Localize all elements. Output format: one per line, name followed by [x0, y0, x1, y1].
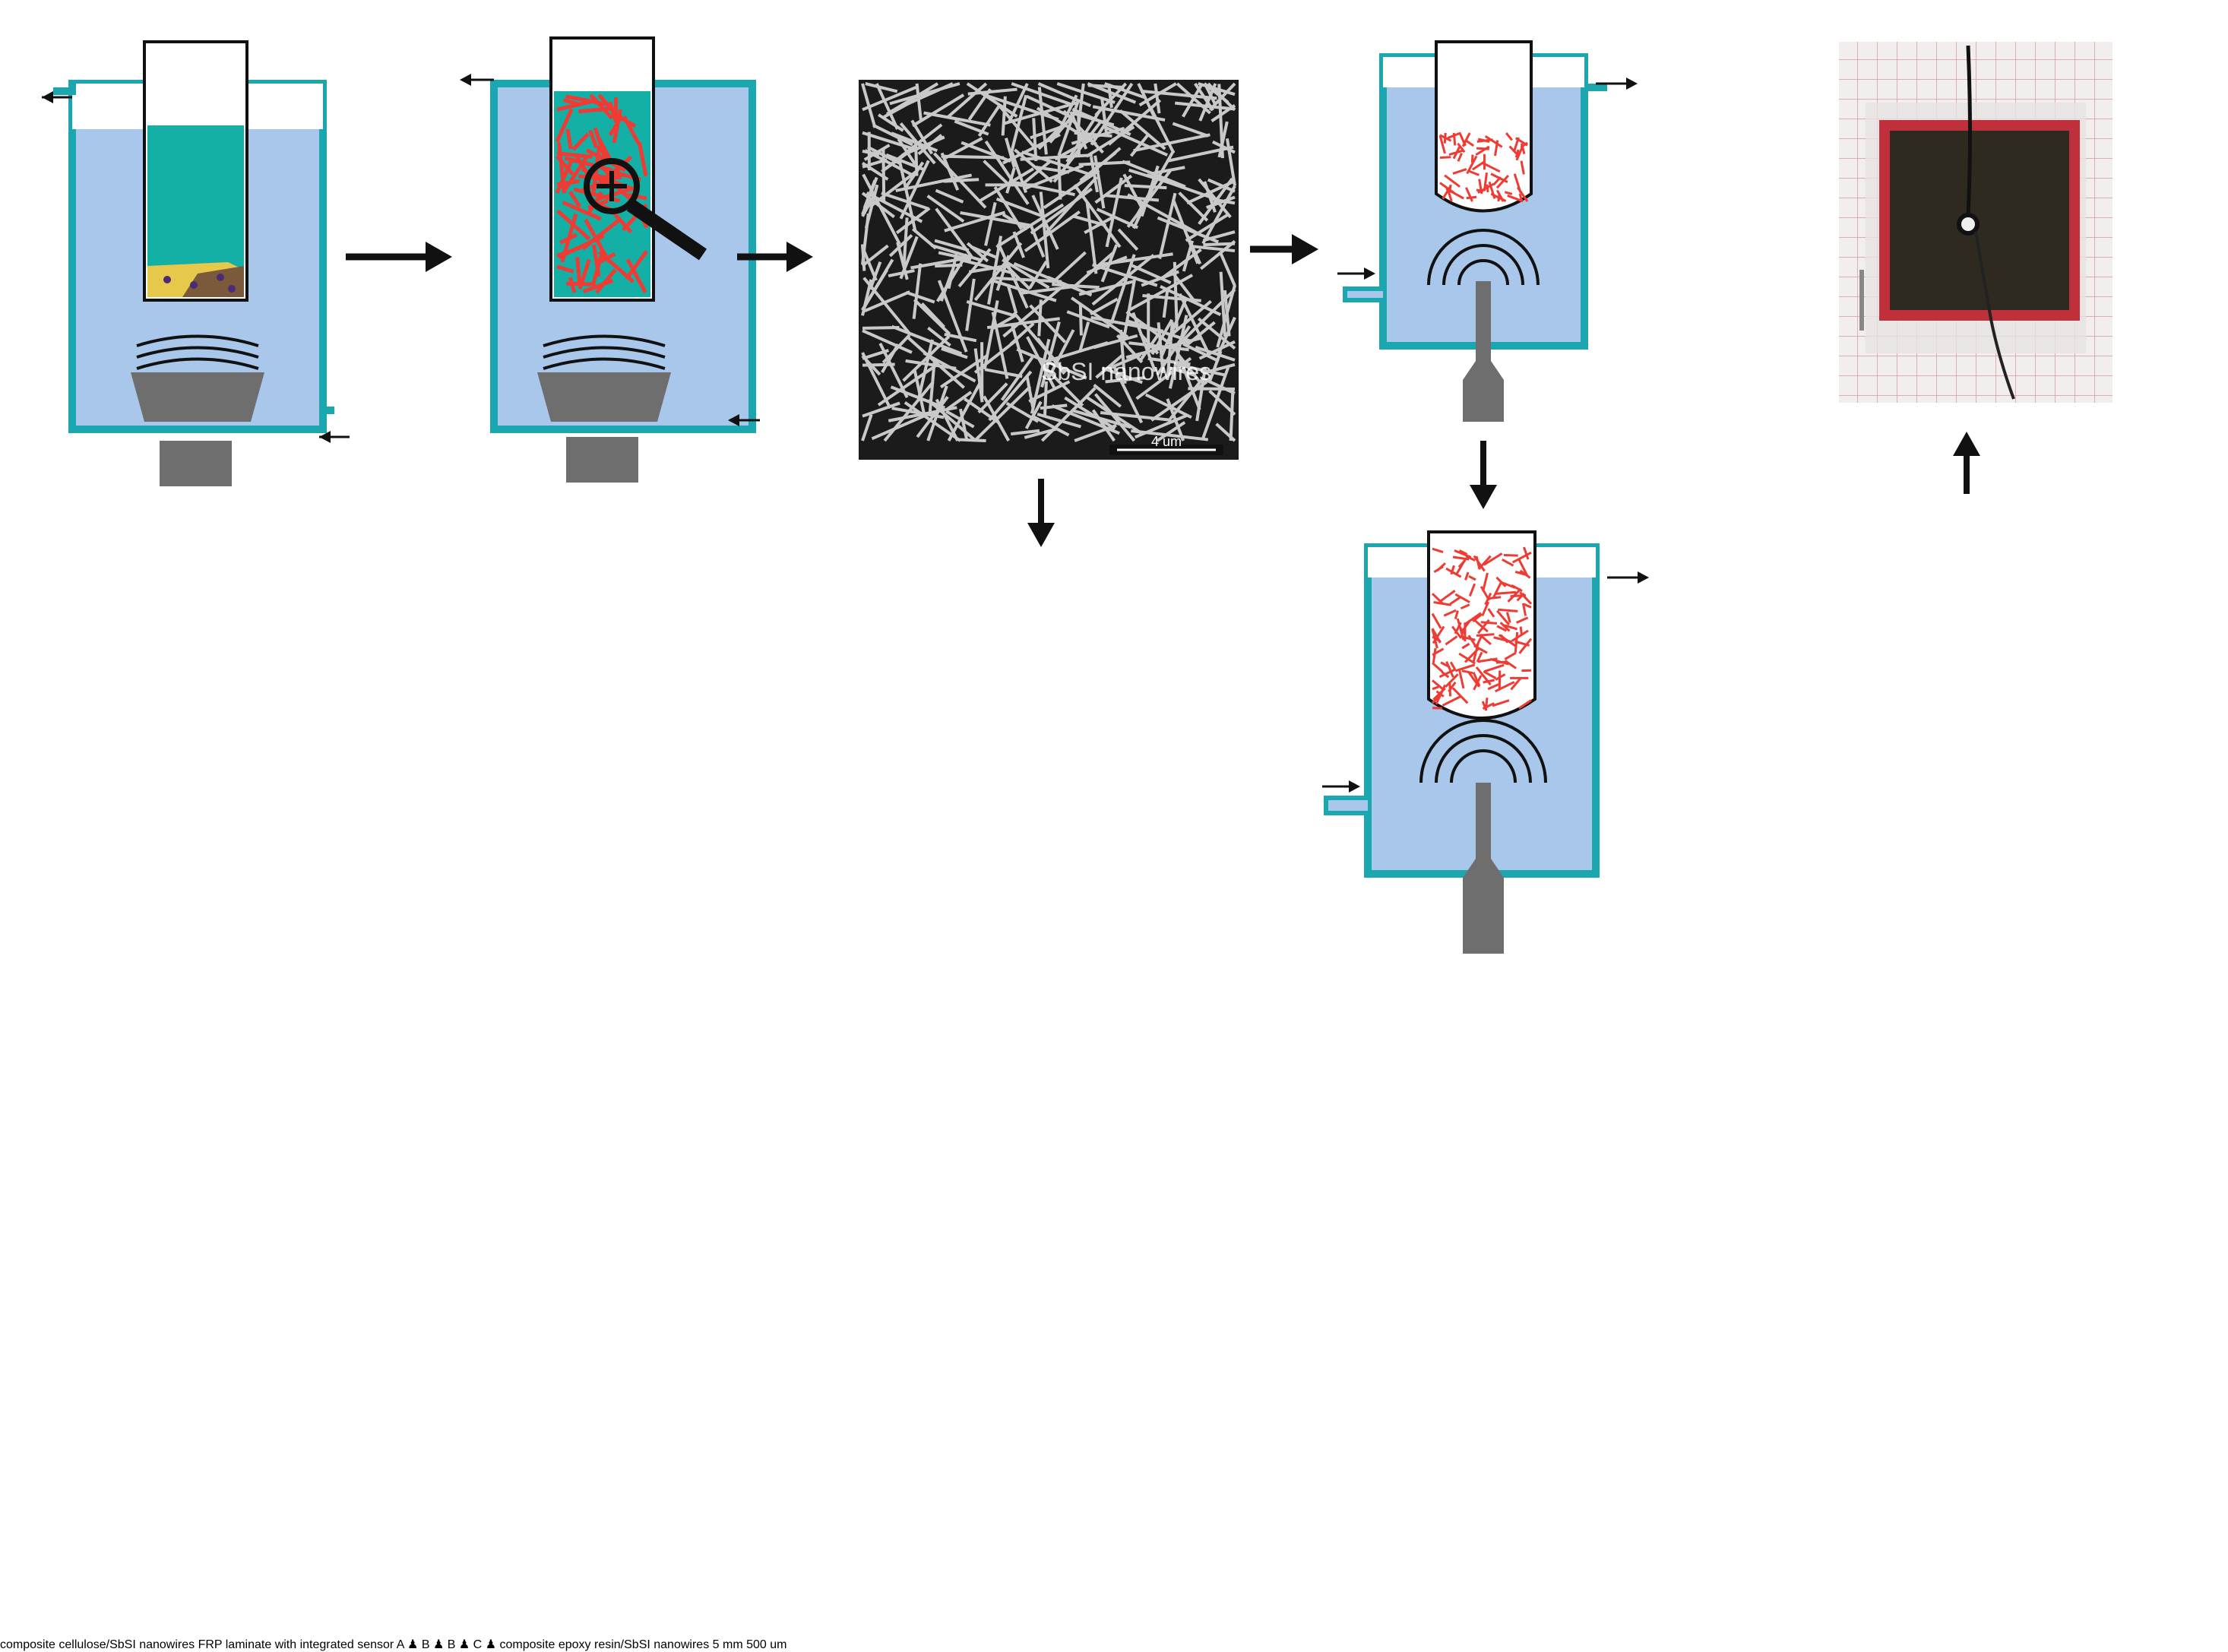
sensor-glyph-icon: ♟ [486, 1638, 496, 1651]
inset-panel-b-alt: B ♟ [448, 1638, 473, 1651]
sonication-vessel-top [1337, 42, 1638, 422]
sem-scale-label: 4 um [1151, 434, 1182, 449]
panel-a-label: A [397, 1638, 404, 1651]
cellulose-fiber [1478, 92, 1489, 93]
frp-title-line2: with integrated sensor [275, 1638, 394, 1651]
sem-nanowire [958, 440, 986, 441]
nanowire [1476, 635, 1494, 636]
panel-b-label: B [422, 1638, 430, 1651]
nanowire [1467, 197, 1476, 198]
sensor-glyph-icon: ♟ [459, 1638, 470, 1651]
bath-vessel-2 [460, 38, 760, 483]
sem-nanowire [1059, 158, 1060, 200]
panel-b2-label: B [448, 1638, 456, 1651]
arrow-down-green: A ♟ B ♟ B ♟ C ♟ [397, 1638, 787, 1651]
frp-title-line1: FRP laminate [198, 1638, 272, 1651]
nanowire [1486, 698, 1487, 710]
bath-vessel-1 [42, 42, 350, 486]
cellulose-fiber [1482, 47, 1496, 49]
photo-cellulose-sensor [1839, 42, 2112, 403]
sem-nanowire [944, 179, 979, 181]
sem-image: SbSI nanowires 4 um [859, 80, 1239, 460]
inset-panel-b: B ♟ [422, 1638, 448, 1651]
cellulose-fiber [1449, 104, 1451, 119]
arrow-down-big: composite epoxy resin/SbSI nanowires 5 m… [499, 1638, 786, 1651]
arrow-right-final: 500 um [746, 1638, 786, 1651]
cellulose-fiber [1444, 47, 1467, 48]
nanowire [1489, 597, 1501, 599]
inset-panel-c: C ♟ [473, 1638, 500, 1651]
photo-epoxy-blob: 5 mm [713, 1638, 746, 1651]
nanowire [1440, 157, 1451, 158]
sensor-glyph-icon: ♟ [433, 1638, 444, 1651]
nanowire [1481, 622, 1497, 624]
sem-caption: SbSI nanowires [1041, 358, 1211, 385]
cellulose-label-line1: composite [0, 1638, 55, 1651]
cellulose-label-line2: cellulose/SbSI nanowires [59, 1638, 195, 1651]
sem-nanowire [935, 265, 962, 266]
micrograph-cross-section: 500 um [746, 1638, 786, 1651]
inset-panel-a: A ♟ [397, 1638, 422, 1651]
arrow-right-cellulose: FRP laminate with integrated sensor A ♟ … [198, 1638, 787, 1651]
epoxy-label-line2: epoxy resin/SbSI nanowires [559, 1638, 709, 1651]
sem-nanowire [1045, 381, 1046, 417]
epoxy-label-line1: composite [499, 1638, 555, 1651]
cellulose-fiber [1496, 50, 1510, 52]
arrow-right-epoxy: 5 mm 500 um [713, 1638, 787, 1651]
panel-c-label: C [473, 1638, 483, 1651]
micro-scale-label: 500 um [746, 1638, 786, 1651]
nanowire [578, 257, 580, 282]
sensor-glyph-icon: ♟ [407, 1638, 418, 1651]
arrow-left-laminate: A ♟ B ♟ B ♟ C ♟ [397, 1638, 787, 1651]
epoxy-scale-label: 5 mm [713, 1638, 743, 1651]
nanowire [1472, 155, 1473, 163]
nanowire [1476, 190, 1483, 191]
sonication-vessel-mid [1322, 532, 1649, 954]
